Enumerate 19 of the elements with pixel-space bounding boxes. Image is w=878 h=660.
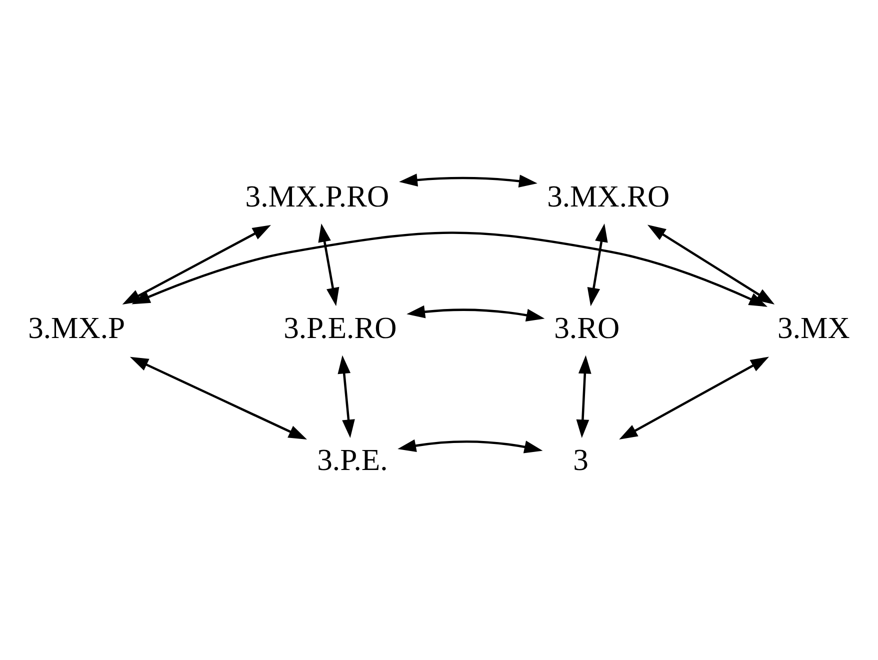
arrow bbox=[576, 354, 592, 438]
arrow bbox=[338, 354, 355, 438]
arrow bbox=[318, 222, 340, 306]
arrow bbox=[398, 438, 543, 453]
arrow bbox=[130, 356, 307, 440]
node-text: 3.RO bbox=[554, 310, 620, 345]
node-text: 3.MX.P bbox=[28, 310, 126, 345]
arrow bbox=[399, 173, 538, 187]
arrow bbox=[587, 222, 608, 306]
arrow bbox=[647, 224, 775, 304]
node-text: 3.MX bbox=[778, 310, 850, 345]
node-text: 3.MX.RO bbox=[547, 178, 670, 213]
node-text: 3.MX.P.RO bbox=[245, 178, 390, 213]
node-text: 3 bbox=[573, 442, 588, 476]
arrow bbox=[619, 356, 770, 440]
arrow bbox=[132, 231, 768, 306]
node-text: 3.P.E.RO bbox=[284, 310, 397, 345]
arrow bbox=[406, 304, 545, 322]
node-text: 3.P.E. bbox=[317, 442, 388, 476]
